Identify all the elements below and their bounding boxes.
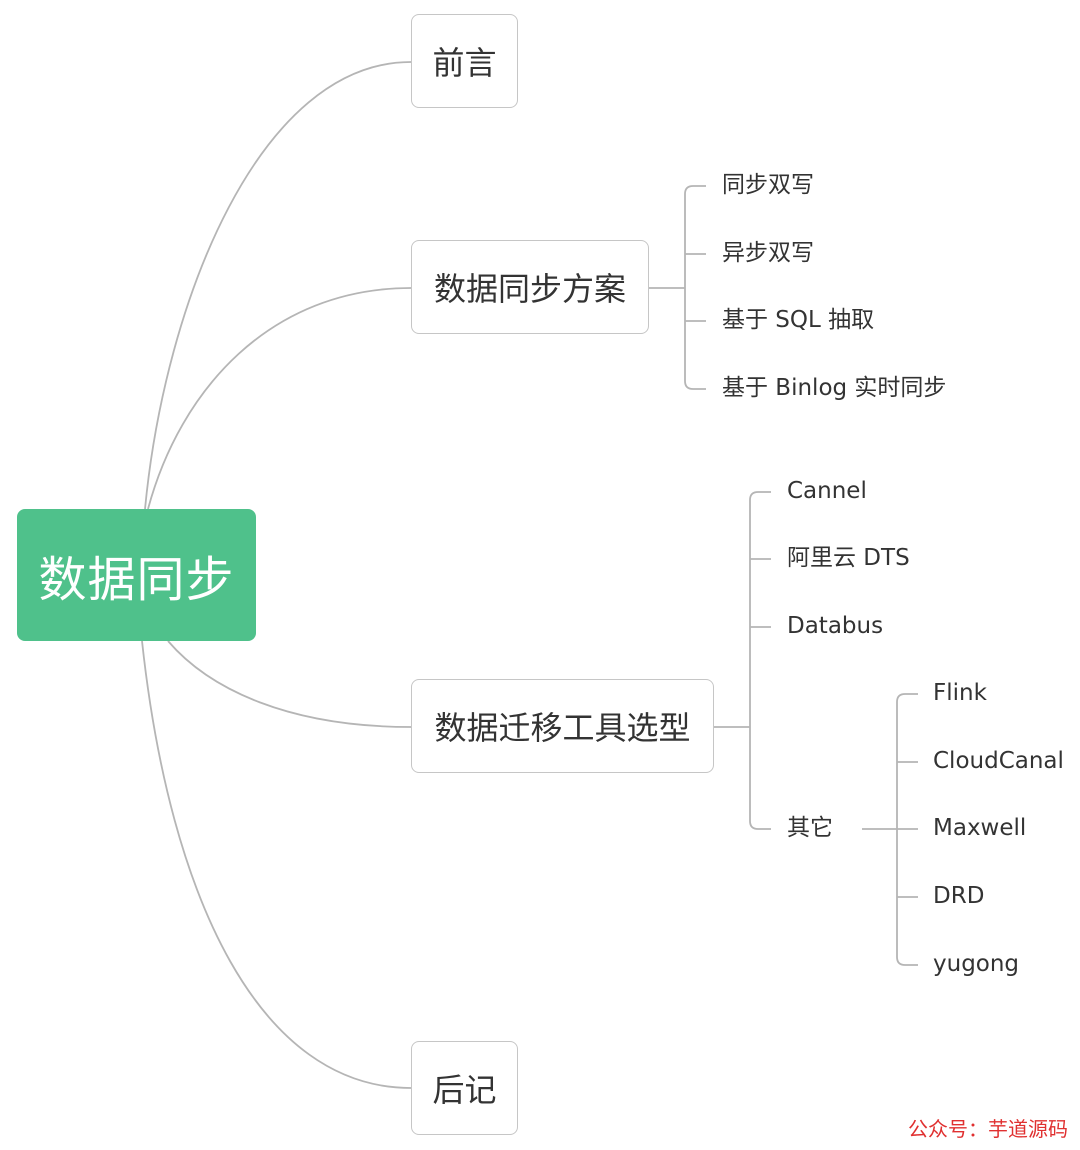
leaf-others[interactable]: 其它 — [787, 815, 833, 841]
branch-migration-tools[interactable]: 数据迁移工具选型 — [411, 679, 714, 773]
leaf-maxwell[interactable]: Maxwell — [933, 815, 1027, 841]
leaf-cloudcanal[interactable]: CloudCanal — [933, 748, 1064, 774]
root-node[interactable]: 数据同步 — [17, 509, 256, 641]
watermark: 公众号：芋道源码 — [908, 1117, 1068, 1141]
leaf-aliyun-dts[interactable]: 阿里云 DTS — [787, 545, 910, 571]
leaf-cannel[interactable]: Cannel — [787, 478, 867, 504]
leaf-databus[interactable]: Databus — [787, 613, 884, 639]
leaf-sync-double-write[interactable]: 同步双写 — [722, 172, 814, 198]
branch-postscript[interactable]: 后记 — [411, 1041, 518, 1135]
leaf-binlog-sync[interactable]: 基于 Binlog 实时同步 — [722, 375, 947, 401]
edge-root-preface — [144, 61, 412, 510]
leaf-flink[interactable]: Flink — [933, 680, 987, 706]
edge-root-migration — [167, 640, 412, 728]
edge-root-sync-plan — [147, 287, 412, 510]
leaf-sql-extract[interactable]: 基于 SQL 抽取 — [722, 307, 875, 333]
branch-sync-plan[interactable]: 数据同步方案 — [411, 240, 649, 334]
branch-preface[interactable]: 前言 — [411, 14, 518, 108]
edge-migration-bracket — [749, 491, 771, 830]
leaf-async-double-write[interactable]: 异步双写 — [722, 240, 814, 266]
edge-root-postscript — [141, 640, 412, 1089]
edge-sync-plan-bracket — [684, 185, 706, 390]
leaf-yugong[interactable]: yugong — [933, 951, 1020, 977]
leaf-drd[interactable]: DRD — [933, 883, 985, 909]
